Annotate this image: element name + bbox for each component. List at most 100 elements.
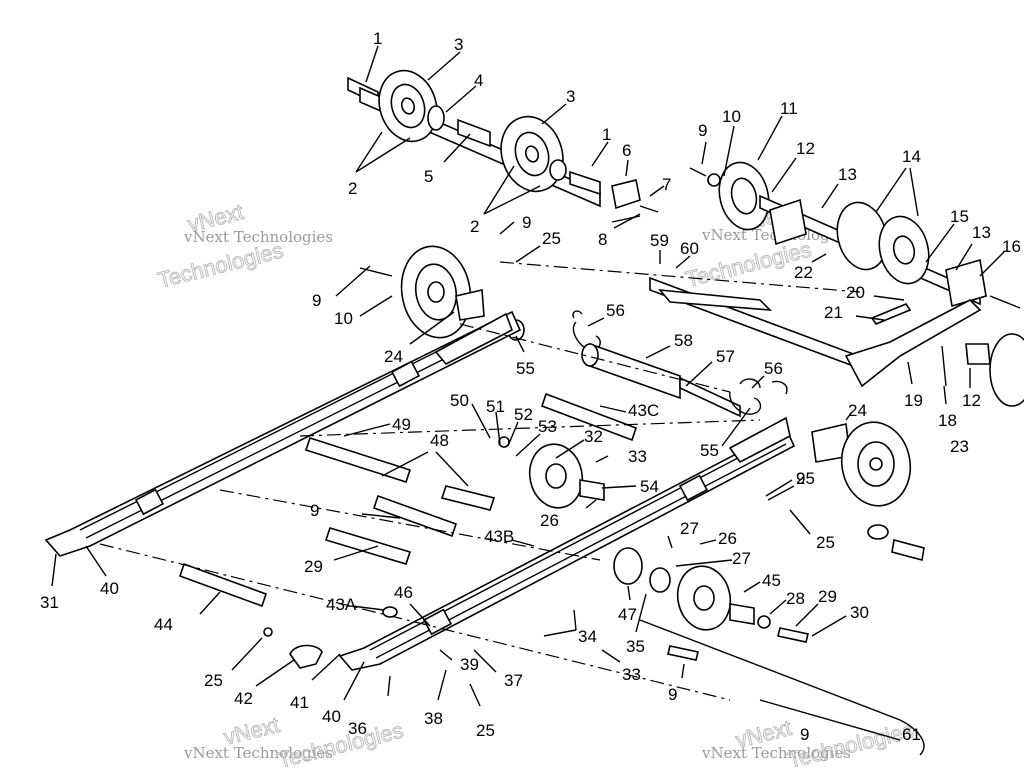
part-label: 25 — [476, 721, 495, 740]
watermark-text: vNext Technologies — [183, 228, 333, 246]
part-label: 19 — [904, 391, 923, 410]
part-label: 25 — [816, 533, 835, 552]
part-label: 55 — [516, 359, 535, 378]
top-idler-assembly — [347, 69, 659, 223]
watermark-bottom-left: vNext vNext Technologies Technologies — [183, 712, 406, 768]
right-rear-wheel — [811, 421, 925, 561]
part-label: 9 — [668, 685, 677, 704]
part-label: 24 — [848, 401, 867, 420]
part-label: 1 — [602, 125, 611, 144]
part-label: 33 — [628, 447, 647, 466]
part-label: 20 — [846, 283, 865, 302]
cross-shaft — [649, 276, 982, 388]
rail-tip-parts — [263, 606, 398, 697]
part-label: 57 — [716, 347, 735, 366]
part-label: 40 — [322, 707, 341, 726]
part-label: 60 — [680, 239, 699, 258]
part-label: 10 — [334, 309, 353, 328]
part-label: 27 — [732, 549, 751, 568]
part-label: 1 — [373, 29, 382, 48]
watermark-text: vNext Technologies — [701, 744, 851, 762]
part-label: 21 — [824, 303, 843, 322]
part-label: 22 — [794, 263, 813, 282]
part-label: 16 — [1002, 237, 1021, 256]
spring-shaft — [572, 310, 788, 418]
part-label: 7 — [662, 175, 671, 194]
part-label: 25 — [796, 469, 815, 488]
part-label: 15 — [950, 207, 969, 226]
part-label: 2 — [348, 179, 357, 198]
part-label: 61 — [902, 725, 921, 744]
part-label: 14 — [902, 147, 921, 166]
part-label: 12 — [796, 139, 815, 158]
part-label: 10 — [722, 107, 741, 126]
part-label: 3 — [566, 87, 575, 106]
part-label: 8 — [598, 230, 607, 249]
part-label: 29 — [818, 587, 837, 606]
part-label: 41 — [290, 693, 309, 712]
part-label: 26 — [718, 529, 737, 548]
part-label: 9 — [312, 291, 321, 310]
part-label: 9 — [522, 213, 531, 232]
part-label: 54 — [640, 477, 659, 496]
rear-idler-assembly — [689, 161, 1024, 407]
part-label: 55 — [700, 441, 719, 460]
left-rail — [44, 310, 522, 557]
left-front-wheel — [359, 245, 525, 341]
part-label: 29 — [304, 557, 323, 576]
part-label: 53 — [538, 417, 557, 436]
part-label: 13 — [972, 223, 991, 242]
part-label: 31 — [40, 593, 59, 612]
part-label: 44 — [154, 615, 173, 634]
part-label: 33 — [622, 665, 641, 684]
part-label: 25 — [204, 671, 223, 690]
part-label: 52 — [514, 405, 533, 424]
part-label: 3 — [454, 35, 463, 54]
part-label: 28 — [786, 589, 805, 608]
part-label: 40 — [100, 579, 119, 598]
part-label: 25 — [542, 229, 561, 248]
lower-wheel — [613, 547, 925, 756]
part-label: 34 — [578, 627, 597, 646]
part-label: 59 — [650, 231, 669, 250]
part-label: 9 — [796, 469, 805, 488]
part-label: 46 — [394, 583, 413, 602]
part-label: 9 — [310, 501, 319, 520]
part-label: 12 — [962, 391, 981, 410]
part-label: 27 — [680, 519, 699, 538]
part-label: 45 — [762, 571, 781, 590]
part-label: 24 — [384, 347, 403, 366]
part-label: 37 — [504, 671, 523, 690]
part-label: 58 — [674, 331, 693, 350]
part-label: 50 — [450, 391, 469, 410]
part-callouts: 1 3 4 3 2 5 1 6 7 2 8 9 10 11 12 13 14 — [40, 29, 1021, 744]
middle-wheel — [498, 436, 605, 509]
part-label: 36 — [348, 719, 367, 738]
part-label: 39 — [460, 655, 479, 674]
watermark-text: vNext Technologies — [183, 744, 333, 762]
part-label: 30 — [850, 603, 869, 622]
part-label: 38 — [424, 709, 443, 728]
part-label: 43A — [326, 595, 357, 614]
part-label: 2 — [470, 217, 479, 236]
part-label: 43C — [628, 401, 659, 420]
part-label: 49 — [392, 415, 411, 434]
part-label: 13 — [838, 165, 857, 184]
right-rail — [338, 416, 796, 671]
part-label: 5 — [424, 167, 433, 186]
part-label: 47 — [618, 605, 637, 624]
part-label: 4 — [474, 71, 483, 90]
part-label: 48 — [430, 431, 449, 450]
part-label: 43B — [484, 527, 514, 546]
watermark-top-left: vNext vNext Technologies Technologies — [155, 199, 333, 294]
part-label: 6 — [622, 141, 631, 160]
part-label: 11 — [780, 99, 798, 118]
part-label: 23 — [950, 437, 969, 456]
part-label: 56 — [764, 359, 783, 378]
part-label: 42 — [234, 689, 253, 708]
cross-tubes — [99, 261, 861, 701]
part-label: 51 — [486, 397, 505, 416]
part-label: 9 — [698, 121, 707, 140]
part-label: 56 — [606, 301, 625, 320]
